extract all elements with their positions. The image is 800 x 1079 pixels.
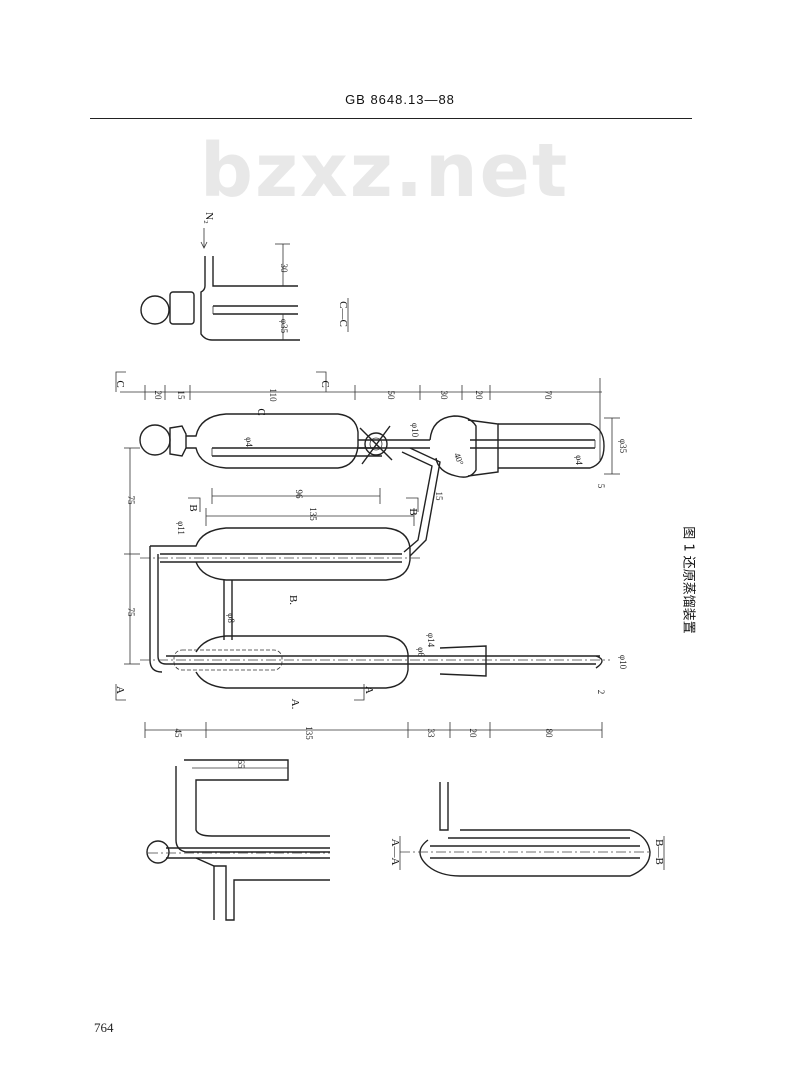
dim-phi11: φ11	[176, 521, 186, 535]
dim-75-lower: 75	[126, 608, 136, 618]
dim-phi35-receiver: φ35	[618, 439, 628, 454]
dim-15-top: 15	[176, 391, 186, 401]
dim-phi10-a: φ10	[618, 655, 628, 670]
dim-135-b: 135	[308, 507, 318, 521]
dim-phi10-c: φ10	[410, 423, 420, 438]
vessel-b: B. φ11 96 135 B B	[140, 488, 420, 605]
marker-b-right: B	[407, 508, 419, 515]
vessel-a: A. φ14 φ6 φ10 2 A A	[114, 633, 628, 710]
label-c: C	[255, 408, 267, 415]
marker-c-right: C	[319, 380, 331, 387]
dim-phi14: φ14	[426, 633, 436, 648]
gas-inlet-label: N₂	[203, 212, 215, 224]
dim-phi4-receiver: φ4	[574, 455, 584, 465]
dim-15-diag: 15	[434, 492, 444, 502]
dim-80-bottom: 80	[544, 729, 554, 739]
section-aa-label: A—A	[389, 839, 401, 866]
header-rule	[90, 118, 692, 119]
section-cc-label: C—C	[337, 301, 349, 327]
dim-30-top: 30	[439, 391, 449, 401]
dim-96: 96	[294, 490, 304, 500]
dim-45-bottom: 45	[173, 729, 183, 739]
dim-2: 2	[596, 690, 606, 695]
section-aa-bb-view: A—A B—B	[389, 782, 665, 877]
marker-b-left: B	[187, 504, 199, 511]
dim-135-bottom: 135	[304, 726, 314, 740]
u-tube: φ8 75 75	[124, 447, 236, 673]
dim-50-top: 50	[386, 391, 396, 401]
marker-a-right: A	[363, 686, 375, 694]
bottom-dimension-chain: 45 135 33 20 80	[144, 722, 603, 740]
dim-20b-top: 20	[474, 391, 484, 401]
dim-20-top: 20	[153, 391, 163, 401]
watermark: bzxz.net	[200, 128, 570, 214]
dim-phi6: φ6	[416, 647, 426, 657]
figure-caption: 图 1 还原蒸馏装置	[680, 526, 696, 634]
section-bb-label: B—B	[653, 839, 665, 865]
dim-20-bottom: 20	[468, 729, 478, 739]
dim-phi35-cc: φ35	[279, 319, 289, 334]
standard-code-header: GB 8648.13—88	[345, 92, 455, 107]
dim-33-bottom: 33	[426, 729, 436, 739]
label-b-dot: B.	[287, 595, 299, 605]
label-a-dot: A.	[289, 699, 301, 710]
detail-view-left: 65	[146, 759, 330, 921]
connector-tube: 15	[401, 447, 444, 557]
section-cc-view: 30 φ35 N₂ C—C	[140, 212, 349, 341]
page-number: 764	[94, 1020, 114, 1035]
marker-a-left: A	[114, 686, 126, 694]
dim-phi4-c: φ4	[244, 437, 254, 447]
dim-30-cc: 30	[279, 264, 289, 274]
dim-65: 65	[236, 760, 246, 770]
dim-40deg: 40°	[452, 451, 466, 467]
top-dimension-chain: 20 15 110 50 30 20 70 C C	[114, 371, 602, 460]
dim-110-top: 110	[268, 388, 278, 402]
marker-c-left: C	[114, 380, 126, 387]
vessel-c: C φ4 φ10 φ4 φ35 5 40°	[139, 408, 628, 489]
dim-5: 5	[596, 484, 606, 489]
dim-70-top: 70	[543, 391, 553, 401]
dim-75-upper: 75	[126, 496, 136, 506]
dim-phi8: φ8	[226, 613, 236, 623]
